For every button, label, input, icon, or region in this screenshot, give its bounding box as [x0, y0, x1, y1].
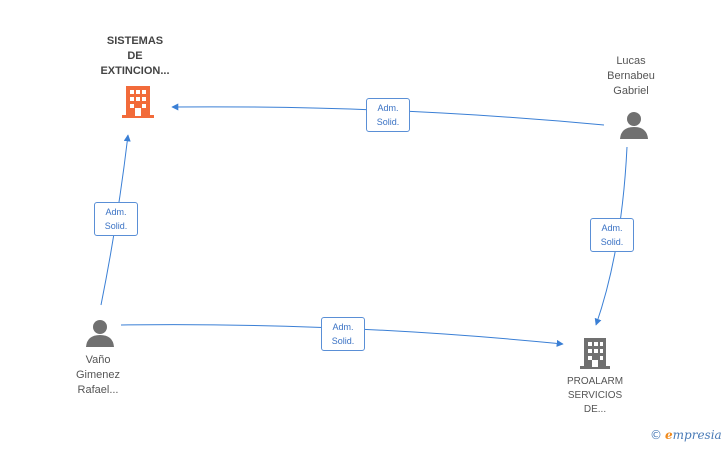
edge-label-vano-to-main: Adm. Solid.	[94, 202, 138, 236]
person-lucas-label[interactable]: Lucas Bernabeu Gabriel	[607, 55, 655, 97]
company-main-label[interactable]: SISTEMAS DE EXTINCION...	[100, 35, 170, 77]
company-proalarm-label[interactable]: PROALARM SERVICIOS DE...	[566, 376, 624, 415]
edge-label-vano-to-proalarm: Adm. Solid.	[321, 317, 365, 351]
person-icon[interactable]	[619, 110, 649, 140]
building-icon[interactable]	[122, 84, 154, 119]
copyright-icon: ©	[650, 428, 662, 442]
person-vano-label[interactable]: Vaño Gimenez Rafael...	[75, 354, 121, 396]
building-icon[interactable]	[580, 336, 610, 370]
empresia-logo: ©empresia	[650, 428, 722, 442]
edge-label-lucas-to-main: Adm. Solid.	[366, 98, 410, 132]
edge-label-lucas-to-proalarm: Adm. Solid.	[590, 218, 634, 252]
person-icon[interactable]	[85, 318, 115, 348]
